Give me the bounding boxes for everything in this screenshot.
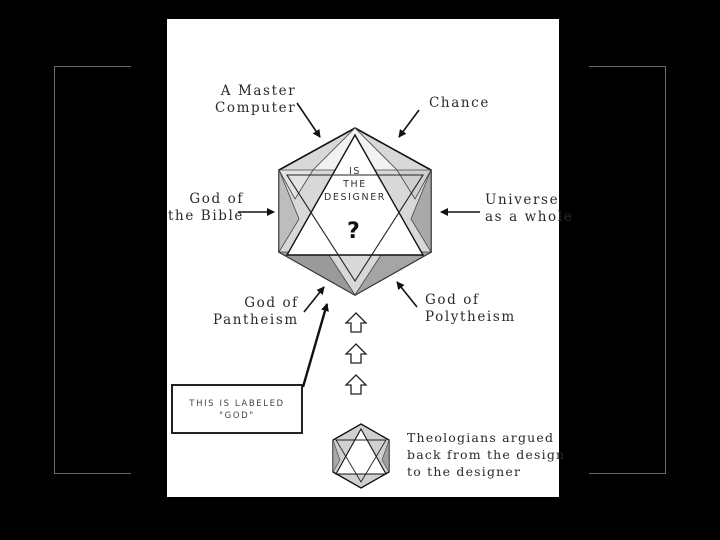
right-bracket-frame [589,66,666,474]
diagram-panel: A Master Computer Chance God of the Bibl… [167,19,572,497]
label-universe: Universe as a whole [485,192,574,225]
arrow-polytheism [396,281,418,308]
label-master-computer: A Master Computer [215,83,297,116]
small-hexagon [332,423,390,489]
hollow-up-arrows [344,312,368,395]
up-arrow-icon [344,374,368,395]
designer-diagram [238,102,480,489]
label-god-polytheism: God of Polytheism [425,292,516,325]
arrow-labeled-god [301,303,329,388]
arrow-master-computer [296,102,321,138]
question-mark: ? [347,219,360,244]
center-text: IS THE DESIGNER [323,166,387,203]
label-chance: Chance [429,95,490,111]
arrow-pantheism [303,286,325,313]
up-arrow-icon [344,312,368,333]
left-bracket-frame [54,66,131,474]
label-god-pantheism: God of Pantheism [213,295,299,328]
label-god-bible: God of the Bible [168,191,244,224]
up-arrow-icon [344,343,368,364]
arrow-chance [398,109,420,138]
label-theologians: Theologians argued back from the design … [407,430,566,479]
labeled-god-box: THIS IS LABELED "GOD" [171,384,303,434]
main-hexagon [277,127,433,296]
